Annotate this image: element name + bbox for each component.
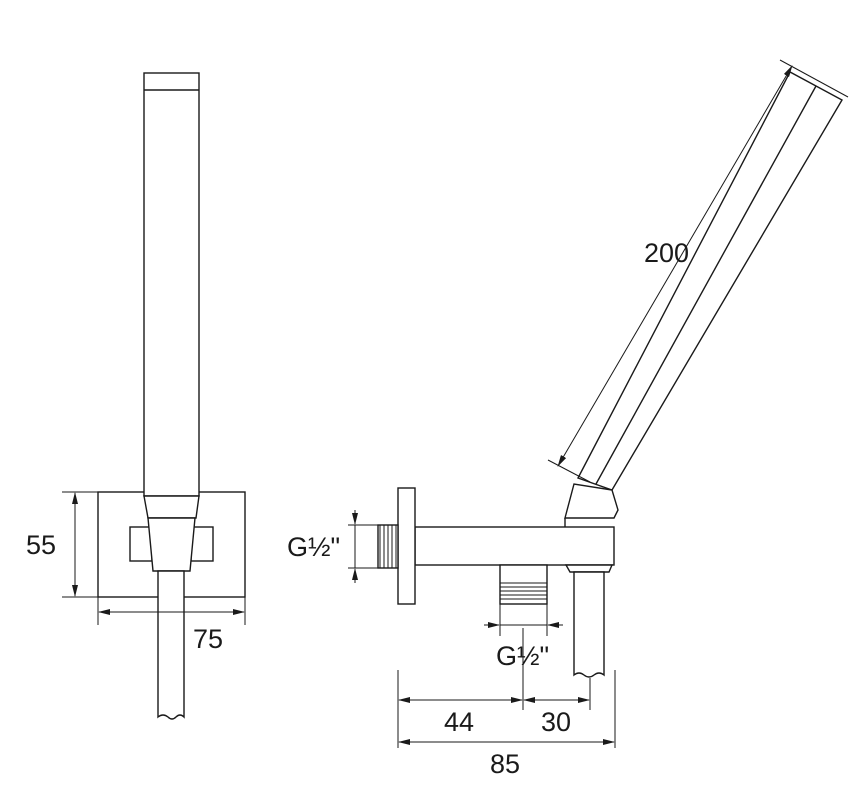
dim-label-55: 55	[26, 530, 56, 560]
handset-neck	[143, 495, 200, 519]
wall-flange	[397, 487, 416, 605]
dim-label-85: 85	[490, 749, 520, 779]
wall-arm	[414, 526, 615, 566]
thread-lines	[500, 582, 547, 600]
extension-line	[547, 459, 591, 483]
outlet-thread	[499, 564, 548, 605]
dim-label-44: 44	[444, 707, 474, 737]
handset-body-angled	[577, 71, 843, 491]
dimension-line-200	[557, 65, 793, 467]
hose-connector	[564, 564, 614, 573]
handset-edge-line	[595, 85, 817, 485]
hose-cone	[147, 517, 196, 572]
thread-lines	[379, 525, 397, 568]
front-view: 55 75	[26, 72, 246, 720]
dim-label-200: 200	[644, 238, 689, 268]
dim-label-wall-thread: G½"	[287, 532, 340, 562]
dim-label-30: 30	[541, 707, 571, 737]
holder-head	[564, 483, 619, 519]
dim-label-75: 75	[193, 624, 223, 654]
hose	[157, 570, 185, 720]
side-view: 200 G½" G½"	[287, 59, 849, 779]
hose	[573, 571, 605, 678]
handset-body	[143, 72, 200, 497]
